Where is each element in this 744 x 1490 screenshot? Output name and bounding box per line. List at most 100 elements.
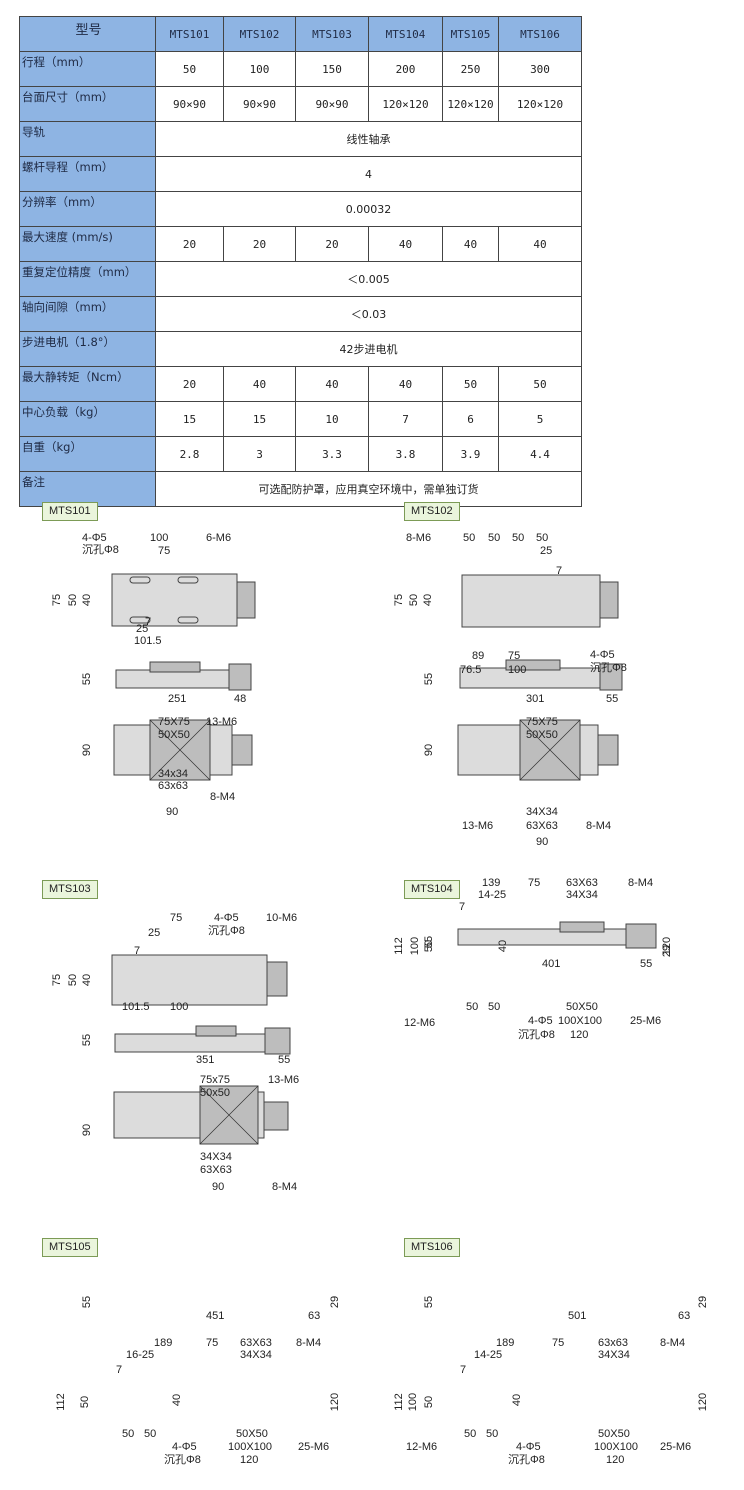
mts105-dimension-label: 63X63 bbox=[240, 1337, 272, 1349]
table-cell: 40 bbox=[498, 226, 582, 262]
mts106-dimension-label: 100 bbox=[407, 1393, 419, 1411]
mts105-dimension-label: 34X34 bbox=[240, 1349, 272, 1361]
mts103-dimension-label: 75 bbox=[51, 974, 63, 986]
mts102-dimension-label: 50 bbox=[512, 532, 524, 544]
mts101-dimension-label: 4-Φ5 bbox=[82, 532, 107, 544]
row-label: 重复定位精度（mm） bbox=[19, 261, 156, 297]
mts103-dimension-label: 75 bbox=[170, 912, 182, 924]
mts105-dimension-label: 16-25 bbox=[126, 1349, 154, 1361]
mts103-dimension-label: 8-M4 bbox=[272, 1181, 297, 1193]
mts103-dimension-label: 10-M6 bbox=[266, 912, 297, 924]
mts104-dimension-label: 29 bbox=[661, 945, 673, 957]
mts104-dimension-label: 139 bbox=[482, 877, 500, 889]
model-tag-mts106: MTS106 bbox=[404, 1238, 460, 1257]
mts102-dimension-label: 沉孔Φ8 bbox=[590, 661, 627, 674]
table-cell: 20 bbox=[295, 226, 369, 262]
mts102-dimension-label: 4-Φ5 bbox=[590, 649, 615, 661]
table-cell: 40 bbox=[295, 366, 369, 402]
mts101-dimension-label: 25 bbox=[136, 623, 148, 635]
mts101-dimension-label: 75X75 bbox=[158, 716, 190, 728]
mts104-dimension-label: 25-M6 bbox=[630, 1015, 661, 1027]
mts102-dimension-label: 34X34 bbox=[526, 806, 558, 818]
row-label: 最大速度 (mm/s) bbox=[19, 226, 156, 262]
mts104-dimension-label: 14-25 bbox=[478, 889, 506, 901]
mts102-side-carriage bbox=[505, 659, 561, 671]
mts104-dimension-label: 75 bbox=[528, 877, 540, 889]
table-cell: 90×90 bbox=[155, 86, 224, 122]
mts106-dimension-label: 8-M4 bbox=[660, 1337, 685, 1349]
mts102-dimension-label: 8-M6 bbox=[406, 532, 431, 544]
mts101-side-carriage bbox=[149, 661, 201, 673]
mts101-dimension-label: 90 bbox=[81, 744, 93, 756]
table-cell: 40 bbox=[368, 366, 443, 402]
row-label: 台面尺寸（mm） bbox=[19, 86, 156, 122]
table-cell: 100 bbox=[223, 51, 296, 87]
mts106-dimension-label: 501 bbox=[568, 1310, 586, 1322]
merged-cell: 可选配防护罩，应用真空环境中，需单独订货 bbox=[155, 471, 582, 507]
mts104-dimension-label: 50X50 bbox=[566, 1001, 598, 1013]
model-tag-mts105: MTS105 bbox=[42, 1238, 98, 1257]
table-row: 轴向间隙（mm）＜0.03 bbox=[19, 296, 582, 332]
mts105-dimension-label: 63 bbox=[308, 1310, 320, 1322]
table-cell: 120×120 bbox=[368, 86, 443, 122]
mts102-dimension-label: 50 bbox=[408, 594, 420, 606]
mts103-dimension-label: 90 bbox=[212, 1181, 224, 1193]
mts103-dimension-label: 351 bbox=[196, 1054, 214, 1066]
mts102-dimension-label: 55 bbox=[606, 693, 618, 705]
row-label: 行程（mm） bbox=[19, 51, 156, 87]
table-cell: 5 bbox=[498, 401, 582, 437]
mts101-top-motor bbox=[236, 581, 256, 619]
mts101-dimension-label: 50 bbox=[67, 594, 79, 606]
mts105-dimension-label: 8-M4 bbox=[296, 1337, 321, 1349]
mts106-dimension-label: 50 bbox=[486, 1428, 498, 1440]
mts101-dimension-label: 55 bbox=[81, 673, 93, 685]
row-label: 步进电机（1.8°） bbox=[19, 331, 156, 367]
mts101-dimension-label: 75 bbox=[51, 594, 63, 606]
mts104-dimension-label: 63X63 bbox=[566, 877, 598, 889]
mts101-side-motor bbox=[228, 663, 252, 691]
mts102-side-motor bbox=[599, 663, 623, 691]
mts102-dimension-label: 75 bbox=[393, 594, 405, 606]
header-model: MTS105 bbox=[442, 16, 499, 52]
mts106-dimension-label: 25-M6 bbox=[660, 1441, 691, 1453]
mts106-dimension-label: 34X34 bbox=[598, 1349, 630, 1361]
mts101-dimension-label: 13-M6 bbox=[206, 716, 237, 728]
mts102-dimension-label: 63X63 bbox=[526, 820, 558, 832]
row-label: 分辨率（mm） bbox=[19, 191, 156, 227]
row-label: 轴向间隙（mm） bbox=[19, 296, 156, 332]
table-cell: 3 bbox=[223, 436, 296, 472]
mts102-dimension-label: 89 bbox=[472, 650, 484, 662]
mts105-dimension-label: 4-Φ5 bbox=[172, 1441, 197, 1453]
mts103-dimension-label: 7 bbox=[134, 945, 140, 957]
mts105-dimension-label: 451 bbox=[206, 1310, 224, 1322]
table-row: 分辨率（mm）0.00032 bbox=[19, 191, 582, 227]
mts104-dimension-label: 4-Φ5 bbox=[528, 1015, 553, 1027]
mts106-dimension-label: 12-M6 bbox=[406, 1441, 437, 1453]
mts102-dimension-label: 55 bbox=[423, 673, 435, 685]
mts105-dimension-label: 7 bbox=[116, 1364, 122, 1376]
table-cell: 40 bbox=[223, 366, 296, 402]
mts104-dimension-label: 沉孔Φ8 bbox=[518, 1028, 555, 1041]
table-row: 步进电机（1.8°）42步进电机 bbox=[19, 331, 582, 367]
mts101-dimension-label: 40 bbox=[81, 594, 93, 606]
mts104-side-carriage bbox=[559, 921, 605, 933]
mts103-side-motor bbox=[264, 1027, 291, 1055]
table-cell: 20 bbox=[155, 226, 224, 262]
mts106-dimension-label: 112 bbox=[393, 1393, 405, 1411]
mts106-dimension-label: 沉孔Φ8 bbox=[508, 1453, 545, 1466]
mts102-dimension-label: 75X75 bbox=[526, 716, 558, 728]
mts102-dimension-label: 13-M6 bbox=[462, 820, 493, 832]
mts102-dimension-label: 75 bbox=[508, 650, 520, 662]
mts101-slot bbox=[129, 576, 151, 584]
mts104-dimension-label: 112 bbox=[393, 937, 405, 955]
merged-cell: ＜0.03 bbox=[155, 296, 582, 332]
table-cell: 4.4 bbox=[498, 436, 582, 472]
table-cell: 250 bbox=[442, 51, 499, 87]
mts104-dimension-label: 50 bbox=[423, 940, 435, 952]
mts106-dimension-label: 40 bbox=[511, 1394, 523, 1406]
mts103-side-carriage bbox=[195, 1025, 237, 1037]
mts103-dimension-label: 40 bbox=[81, 974, 93, 986]
